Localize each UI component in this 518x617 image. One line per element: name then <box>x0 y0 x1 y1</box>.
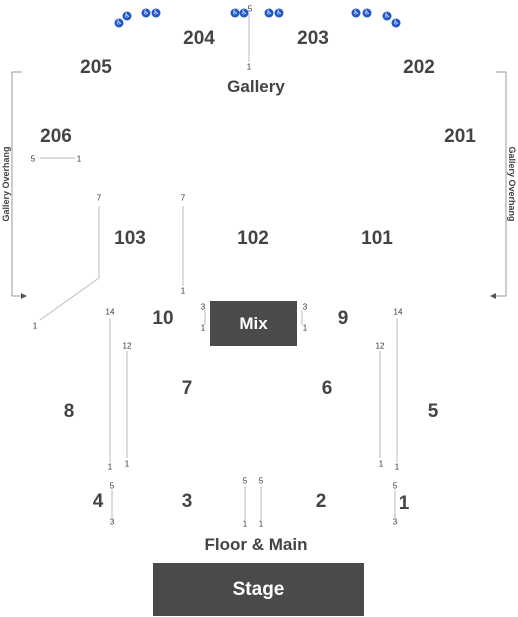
row-number: 12 <box>375 341 385 351</box>
gallery-label: Gallery <box>227 77 285 96</box>
wheelchair-icon[interactable]: ♿ <box>264 8 274 18</box>
row-number: 1 <box>302 323 308 333</box>
row-number: 5 <box>247 4 253 14</box>
wheelchair-icon[interactable]: ♿ <box>274 8 284 18</box>
wheelchair-icon[interactable]: ♿ <box>230 8 240 18</box>
section-6[interactable]: 6 <box>321 378 333 399</box>
row-number: 1 <box>76 154 82 164</box>
wheelchair-icon[interactable]: ♿ <box>351 8 361 18</box>
section-204[interactable]: 204 <box>183 28 215 49</box>
stage-label: Stage <box>232 578 285 600</box>
section-5[interactable]: 5 <box>427 401 439 422</box>
row-number: 1 <box>378 459 384 469</box>
mix-position: Mix <box>210 301 297 346</box>
section-206[interactable]: 206 <box>40 126 72 147</box>
wheelchair-icon[interactable]: ♿ <box>362 8 372 18</box>
row-number: 5 <box>392 481 398 491</box>
mix-label: Mix <box>239 313 268 333</box>
row-number: 7 <box>180 193 186 203</box>
wheelchair-icon[interactable]: ♿ <box>391 18 401 28</box>
wheelchair-icon[interactable]: ♿ <box>122 11 132 21</box>
section-2[interactable]: 2 <box>315 491 327 512</box>
row-number: 1 <box>200 323 206 333</box>
row-number: 1 <box>107 462 113 472</box>
row-number: 1 <box>394 462 400 472</box>
floor-main-label: Floor & Main <box>204 535 308 554</box>
row-number: 3 <box>200 302 206 312</box>
row-number: 5 <box>109 481 115 491</box>
row-number: 5 <box>30 154 36 164</box>
section-102[interactable]: 102 <box>237 228 269 249</box>
section-203[interactable]: 203 <box>297 28 329 49</box>
row-number: 1 <box>246 62 252 72</box>
row-number: 1 <box>180 286 186 296</box>
row-number: 1 <box>32 321 38 331</box>
gallery-overhang-left-label: Gallery Overhang <box>1 146 11 222</box>
gallery-overhang-right-label: Gallery Overhang <box>507 146 517 222</box>
section-4[interactable]: 4 <box>92 491 104 512</box>
wheelchair-icon[interactable]: ♿ <box>382 11 392 21</box>
row-number: 5 <box>258 476 264 486</box>
wheelchair-icon[interactable]: ♿ <box>114 18 124 28</box>
section-205[interactable]: 205 <box>80 57 112 78</box>
row-number: 3 <box>392 517 398 527</box>
section-202[interactable]: 202 <box>403 57 435 78</box>
section-9[interactable]: 9 <box>337 308 349 329</box>
wheelchair-icon[interactable]: ♿ <box>239 8 249 18</box>
row-number: 12 <box>122 341 132 351</box>
row-number: 14 <box>105 307 115 317</box>
section-8[interactable]: 8 <box>63 401 75 422</box>
row-number: 1 <box>124 459 130 469</box>
section-10[interactable]: 10 <box>152 308 174 329</box>
wheelchair-icon[interactable]: ♿ <box>141 8 151 18</box>
wheelchair-icon[interactable]: ♿ <box>151 8 161 18</box>
section-201[interactable]: 201 <box>444 126 476 147</box>
row-number: 7 <box>96 193 102 203</box>
section-101[interactable]: 101 <box>361 228 393 249</box>
section-1[interactable]: 1 <box>398 493 410 514</box>
row-number: 5 <box>242 476 248 486</box>
row-number: 3 <box>302 302 308 312</box>
section-7[interactable]: 7 <box>181 378 193 399</box>
row-number: 3 <box>109 517 115 527</box>
row-number: 1 <box>258 519 264 529</box>
section-103[interactable]: 103 <box>114 228 146 249</box>
row-number: 1 <box>242 519 248 529</box>
stage: Stage <box>153 563 364 616</box>
row-number: 14 <box>393 307 403 317</box>
section-3[interactable]: 3 <box>181 491 193 512</box>
